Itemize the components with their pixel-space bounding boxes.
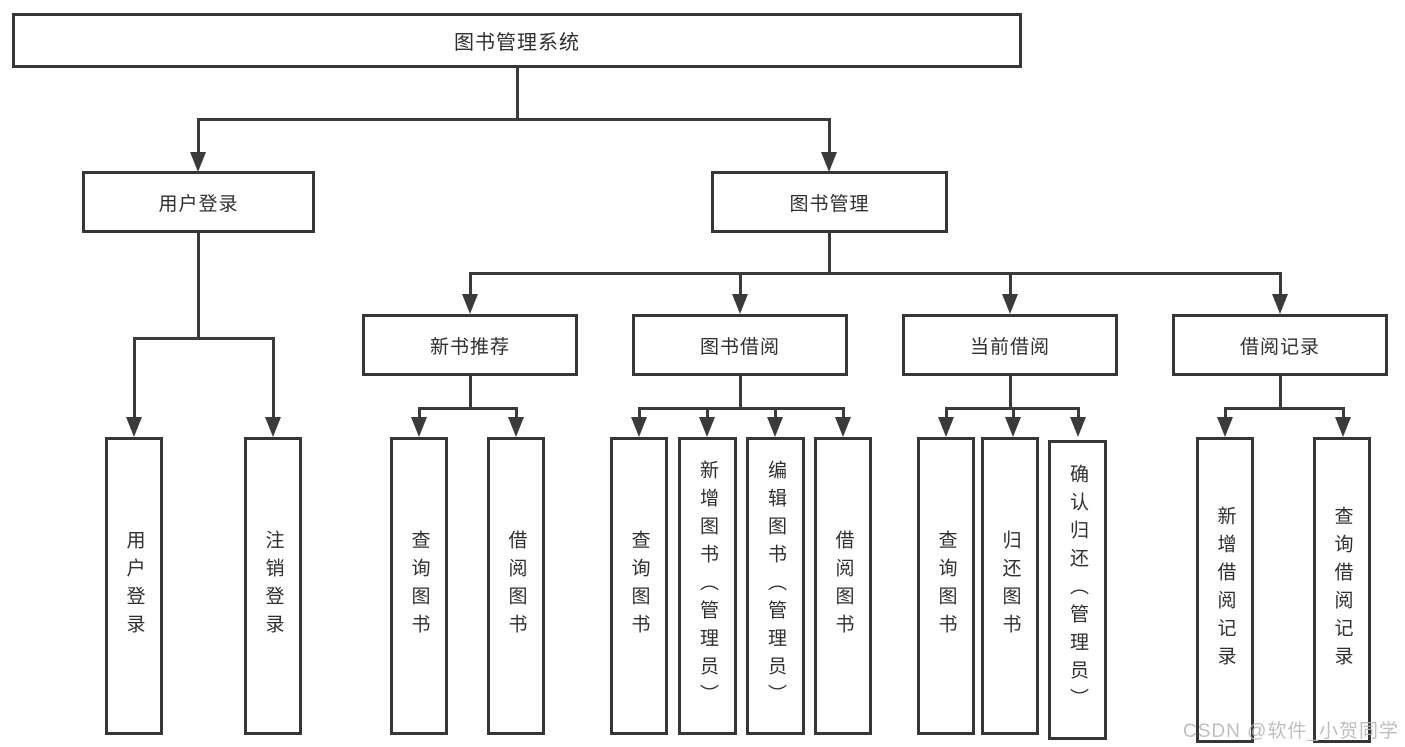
node-book-borrow: 图书借阅 <box>632 314 848 376</box>
connector-new-book-stem <box>469 376 472 409</box>
connector-cb-leaf1-stem <box>945 407 948 421</box>
arrow-to-new-book <box>462 294 478 314</box>
connector-user-login-stem <box>197 233 200 337</box>
connector-user-login-bar <box>133 337 275 340</box>
arrow-to-current-borrow <box>1002 294 1018 314</box>
node-root-library-system: 图书管理系统 <box>12 13 1022 68</box>
arrow-to-book-borrow <box>732 294 748 314</box>
connector-bb-leaf2-stem <box>706 407 709 421</box>
arrow-cb-leaf2 <box>1005 417 1021 437</box>
arrow-to-borrow-records <box>1272 294 1288 314</box>
leaf-query-books-current: 查询图书 <box>917 437 975 735</box>
connector-bb-leaf1-stem <box>638 407 641 421</box>
connector-to-book-mgmt-stem <box>828 118 831 154</box>
connector-nb-leaf1-stem <box>418 407 421 421</box>
arrow-cb-leaf3 <box>1070 417 1086 437</box>
leaf-return-books: 归还图书 <box>981 437 1039 735</box>
arrow-bb-leaf2 <box>699 417 715 437</box>
arrow-to-leaf-logout <box>265 417 281 437</box>
leaf-borrow-books-recommend: 借阅图书 <box>487 437 545 735</box>
node-current-borrow: 当前借阅 <box>902 314 1118 376</box>
leaf-confirm-return-admin: 确认归还（管理员） <box>1048 440 1107 740</box>
arrow-br-leaf1 <box>1217 417 1233 437</box>
arrow-nb-leaf1 <box>411 417 427 437</box>
arrow-br-leaf2 <box>1335 417 1351 437</box>
connector-book-mgmt-bar <box>469 272 1282 275</box>
connector-to-user-login-stem <box>197 118 200 154</box>
connector-borrow-records-bar <box>1224 407 1344 410</box>
arrow-to-leaf-login <box>126 417 142 437</box>
connector-to-leaf-logout-stem <box>272 337 275 419</box>
connector-new-book-bar <box>418 407 518 410</box>
arrow-bb-leaf3 <box>767 417 783 437</box>
leaf-borrow-books: 借阅图书 <box>814 437 872 735</box>
connector-to-borrow-records-stem <box>1279 272 1282 296</box>
leaf-query-books-borrow: 查询图书 <box>610 437 668 735</box>
arrow-bb-leaf4 <box>835 417 851 437</box>
connector-current-borrow-stem2 <box>1009 376 1012 409</box>
leaf-add-borrow-record: 新增借阅记录 <box>1196 437 1254 743</box>
connector-nb-leaf2-stem <box>515 407 518 421</box>
leaf-query-borrow-record: 查询借阅记录 <box>1313 437 1371 743</box>
connector-br-leaf1-stem <box>1224 407 1227 421</box>
leaf-edit-books-admin: 编辑图书（管理员） <box>746 437 805 735</box>
node-book-management: 图书管理 <box>711 171 948 233</box>
connector-cb-leaf3-stem <box>1077 407 1080 421</box>
connector-book-borrow-stem2 <box>739 376 742 409</box>
connector-br-leaf2-stem <box>1342 407 1345 421</box>
connector-to-book-borrow-stem <box>739 272 742 296</box>
leaf-add-books-admin: 新增图书（管理员） <box>678 437 737 735</box>
connector-to-new-book-stem <box>469 272 472 296</box>
connector-to-leaf-login-stem <box>133 337 136 419</box>
connector-to-current-borrow-stem <box>1009 272 1012 296</box>
arrow-to-book-mgmt <box>821 152 837 172</box>
arrow-cb-leaf1 <box>938 417 954 437</box>
arrow-nb-leaf2 <box>508 417 524 437</box>
connector-root-bar <box>197 118 831 121</box>
csdn-watermark: CSDN @软件_小贺同学 <box>1183 721 1399 742</box>
leaf-logout: 注销登录 <box>244 437 302 735</box>
leaf-query-books-recommend: 查询图书 <box>390 437 448 735</box>
node-new-book-recommend: 新书推荐 <box>362 314 578 376</box>
connector-cb-leaf2-stem <box>1012 407 1015 421</box>
connector-bb-leaf3-stem <box>774 407 777 421</box>
node-user-login: 用户登录 <box>82 171 315 233</box>
connector-borrow-records-stem2 <box>1279 376 1282 409</box>
arrow-to-user-login <box>190 152 206 172</box>
arrow-bb-leaf1 <box>631 417 647 437</box>
leaf-user-login: 用户登录 <box>105 437 163 735</box>
connector-book-borrow-bar <box>638 407 844 410</box>
connector-book-mgmt-stem <box>828 233 831 274</box>
connector-bb-leaf4-stem <box>842 407 845 421</box>
connector-root-stem <box>516 68 519 118</box>
node-borrow-records: 借阅记录 <box>1172 314 1388 376</box>
